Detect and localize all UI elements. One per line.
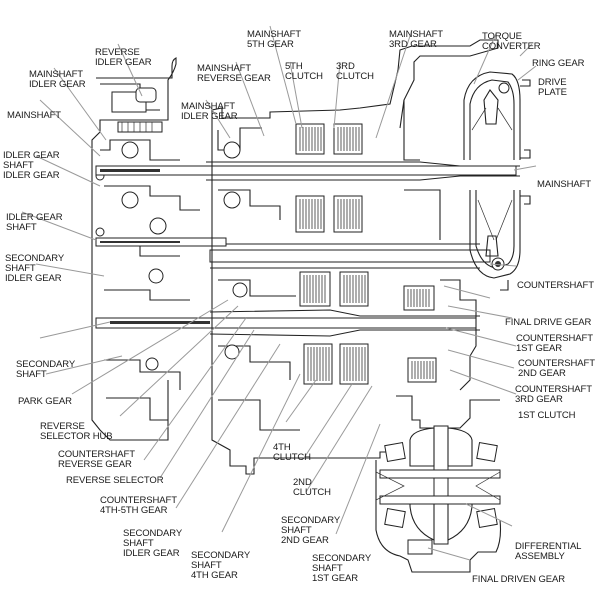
label-final-driven-gear: FINAL DRIVEN GEAR — [472, 574, 565, 585]
leader-lines — [21, 25, 537, 561]
idler-gear-shaft — [95, 237, 227, 247]
clutch-packs — [295, 123, 437, 385]
idler-gear-housing — [91, 57, 200, 441]
label-reverse-selector: REVERSE SELECTOR — [66, 475, 164, 486]
secondary-shaft — [95, 309, 480, 337]
label-park-gear: PARK GEAR — [18, 396, 72, 407]
differential-body — [375, 395, 502, 573]
label-mainshaft-left: MAINSHAFT — [7, 110, 61, 121]
label-ring-gear: RING GEAR — [532, 58, 585, 69]
mainshaft — [95, 161, 520, 181]
torque-converter-body — [463, 71, 531, 291]
label-final-drive-gear: FINAL DRIVE GEAR — [505, 317, 592, 328]
label-1st-clutch: 1ST CLUTCH — [518, 410, 576, 421]
countershaft — [209, 243, 491, 269]
label-countershaft: COUNTERSHAFT — [517, 280, 594, 291]
label-mainshaft-right: MAINSHAFT — [537, 179, 591, 190]
